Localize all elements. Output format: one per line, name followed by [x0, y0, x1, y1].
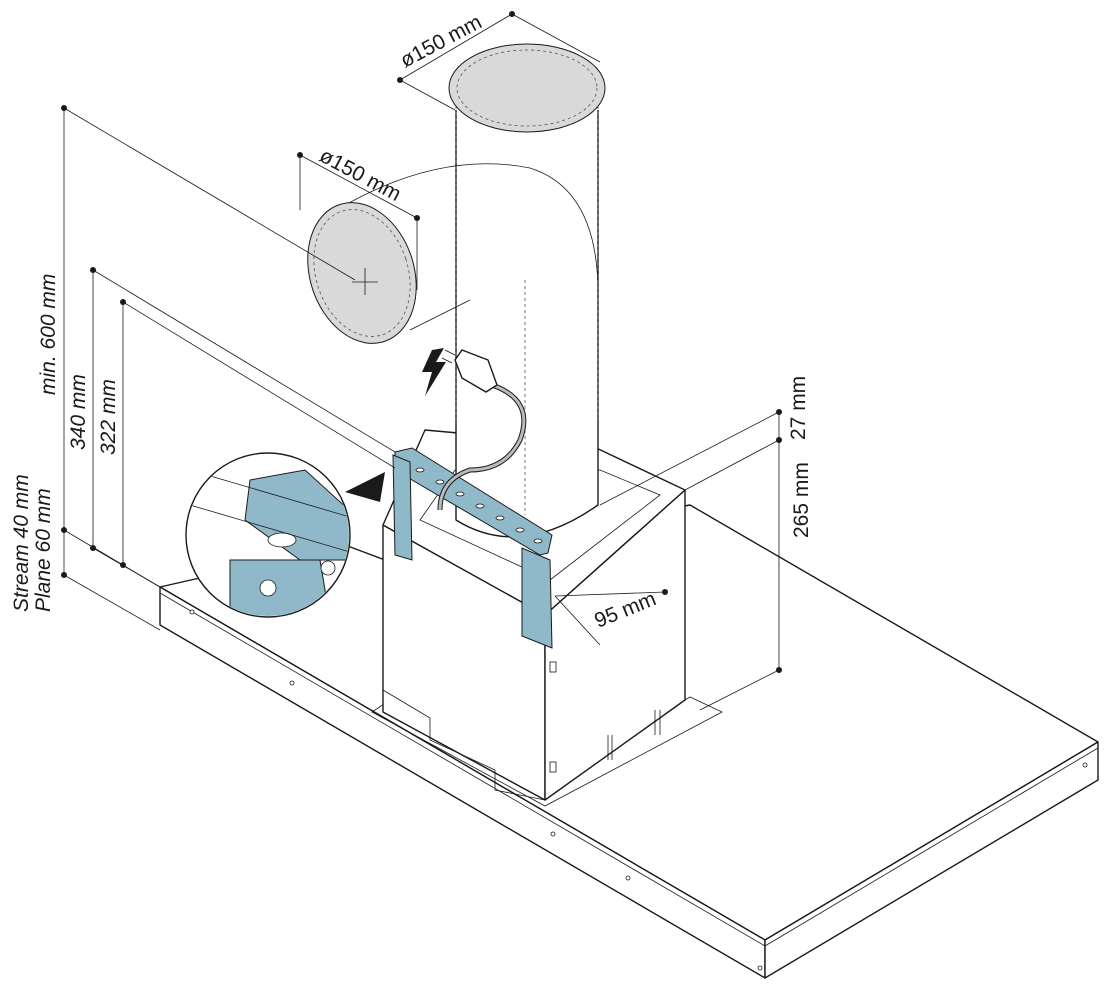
height-340-label: 340 mm	[67, 374, 90, 450]
side-duct-opening	[307, 202, 417, 344]
top-duct-opening	[448, 43, 606, 133]
mounting-bracket	[392, 447, 553, 649]
min-height-label: min. 600 mm	[37, 274, 60, 395]
depth-265-label: 265 mm	[790, 462, 813, 538]
power-cable	[437, 382, 527, 511]
stream-label: Stream 40 mm	[10, 474, 33, 612]
lightning-bolt-icon	[422, 348, 446, 396]
detail-magnifier	[185, 452, 385, 618]
height-322-label: 322 mm	[97, 379, 120, 455]
plane-label: Plane 60 mm	[32, 488, 55, 612]
power-plug-icon	[441, 349, 498, 393]
dimension-lines	[61, 11, 782, 711]
depth-27-label: 27 mm	[787, 376, 810, 440]
